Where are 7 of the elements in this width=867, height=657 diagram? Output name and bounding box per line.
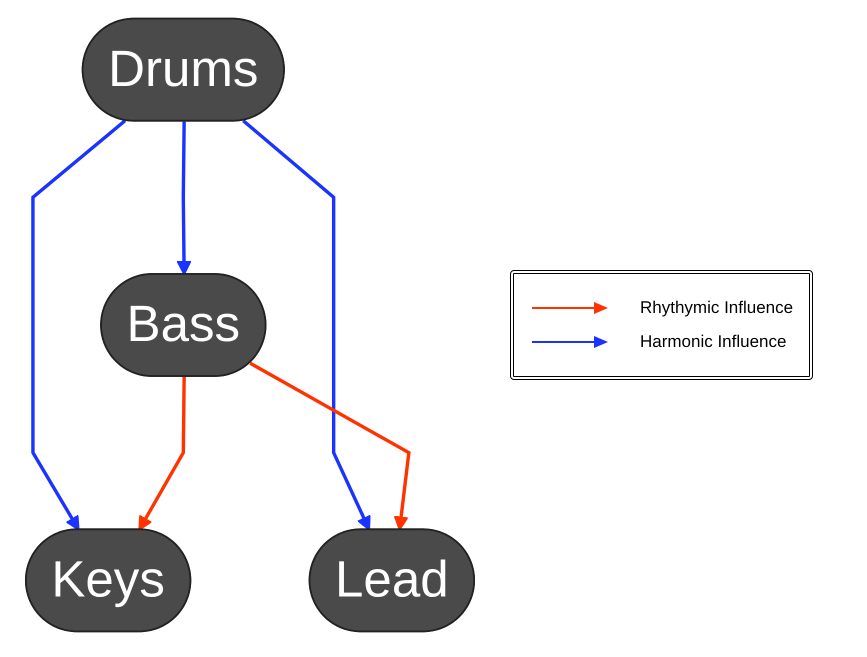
arrow: [31, 119, 126, 531]
arrow: [138, 376, 186, 531]
legend-label: Rhythymic Influence: [640, 298, 794, 318]
arrow: [249, 362, 411, 531]
legend-label: Harmonic Influence: [640, 332, 786, 352]
arrow: [176, 122, 192, 276]
arrow: [242, 119, 371, 531]
